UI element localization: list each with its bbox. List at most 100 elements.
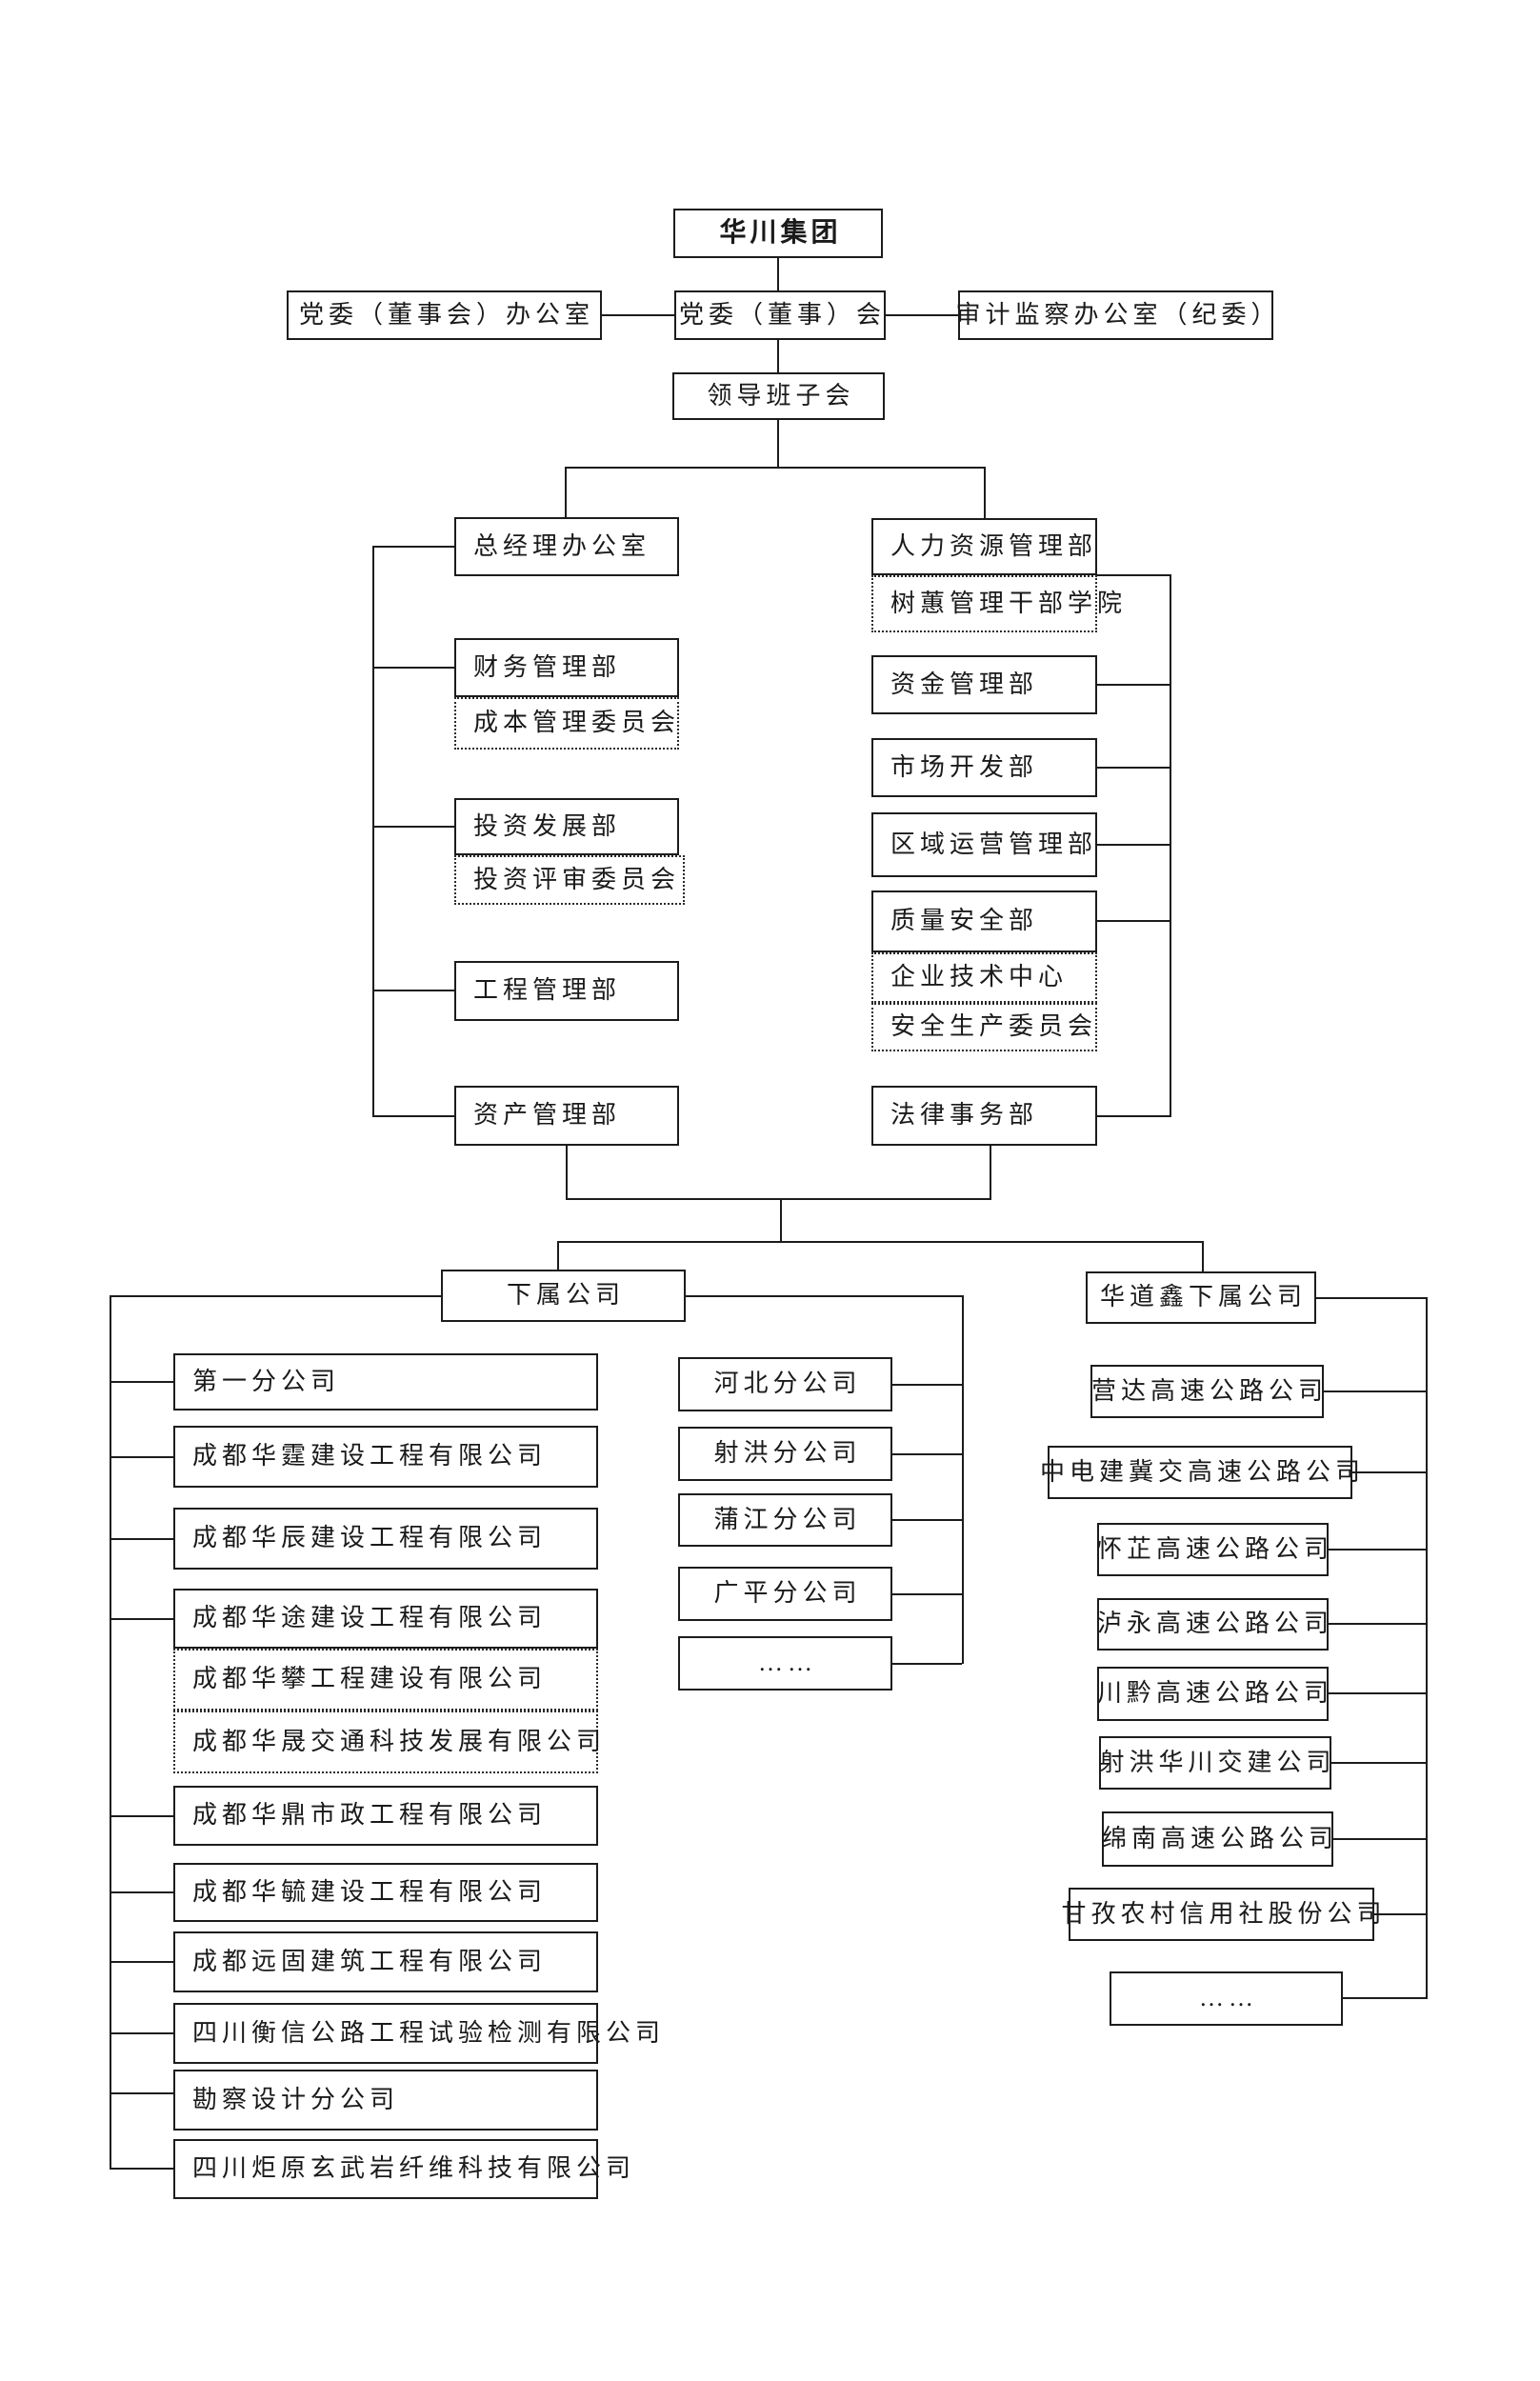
node-hr-dept: 人力资源管理部: [871, 518, 1097, 575]
connector: [780, 1198, 782, 1241]
node-group-root: 华川集团: [673, 209, 883, 258]
connector: [557, 1241, 559, 1270]
connector: [1352, 1471, 1426, 1473]
connector: [1426, 1297, 1428, 1999]
connector: [1097, 574, 1170, 576]
node-audit-office: 审计监察办公室（纪委）: [956, 290, 1276, 340]
connector: [984, 467, 986, 518]
connector: [110, 1618, 173, 1620]
connector: [1324, 1391, 1426, 1392]
node-branch-0: 河北分公司: [678, 1357, 892, 1411]
node-subsidiary-left-9: 四川衡信公路工程试验检测有限公司: [173, 2003, 660, 2064]
node-huadaoxin-5: 射洪华川交建公司: [1099, 1736, 1331, 1790]
node-investment-dept: 投资发展部: [454, 798, 679, 855]
node-regional-ops-dept: 区域运营管理部: [871, 812, 1097, 877]
node-huadaoxin-2: 怀芷高速公路公司: [1097, 1523, 1329, 1576]
connector: [1374, 1913, 1426, 1915]
node-engineering-dept: 工程管理部: [454, 961, 679, 1021]
node-market-dept: 市场开发部: [871, 738, 1097, 797]
node-branch-3: 广平分公司: [678, 1567, 892, 1621]
node-branch-ellipsis: ……: [678, 1636, 892, 1691]
node-huadaoxin-ellipsis: ……: [1110, 1971, 1343, 2026]
node-huadaoxin-6: 绵南高速公路公司: [1102, 1811, 1333, 1867]
node-subsidiary-left-1: 成都华霆建设工程有限公司: [173, 1426, 598, 1488]
connector: [892, 1384, 962, 1386]
node-huadaoxin-header: 华道鑫下属公司: [1086, 1271, 1316, 1324]
connector: [372, 546, 374, 1117]
connector: [110, 1961, 173, 1963]
connector: [372, 990, 454, 991]
connector: [372, 546, 454, 548]
node-cost-committee: 成本管理委员会: [454, 697, 679, 750]
connector: [892, 1593, 962, 1595]
node-subsidiary-left-4: 成都华攀工程建设有限公司: [173, 1649, 598, 1711]
connector: [1329, 1623, 1426, 1625]
connector: [777, 340, 779, 372]
node-subsidiary-left-5: 成都华晟交通科技发展有限公司: [173, 1711, 601, 1773]
connector: [565, 467, 986, 469]
node-subsidiary-left-8: 成都远固建筑工程有限公司: [173, 1931, 598, 1992]
connector: [372, 826, 454, 828]
connector: [110, 1295, 441, 1297]
node-capital-dept: 资金管理部: [871, 655, 1097, 714]
node-huadaoxin-4: 川黔高速公路公司: [1097, 1667, 1329, 1721]
node-huadaoxin-0: 营达高速公路公司: [1090, 1365, 1324, 1418]
connector: [1331, 1762, 1426, 1764]
connector: [110, 1456, 173, 1458]
connector: [686, 1295, 962, 1297]
connector: [110, 2092, 173, 2094]
node-asset-dept: 资产管理部: [454, 1086, 679, 1146]
node-leadership-meeting: 领导班子会: [672, 372, 885, 420]
node-subsidiary-left-11: 四川炬原玄武岩纤维科技有限公司: [173, 2139, 630, 2199]
connector: [892, 1663, 962, 1665]
connector: [110, 2032, 173, 2034]
connector: [1170, 574, 1171, 1117]
connector: [372, 1115, 454, 1117]
connector: [110, 1381, 173, 1383]
connector: [886, 314, 958, 316]
node-huadaoxin-7: 甘孜农村信用社股份公司: [1062, 1888, 1382, 1941]
connector: [962, 1295, 964, 1664]
connector: [372, 667, 454, 669]
connector: [110, 1815, 173, 1817]
connector: [1097, 684, 1170, 686]
connector: [1343, 1997, 1426, 1999]
node-legal-dept: 法律事务部: [871, 1086, 1097, 1146]
connector: [777, 420, 779, 467]
connector: [110, 1891, 173, 1893]
node-subsidiary-left-0: 第一分公司: [173, 1353, 598, 1411]
node-party-committee: 党委（董事）会: [674, 290, 886, 340]
connector: [110, 1538, 173, 1540]
node-subsidiary-left-6: 成都华鼎市政工程有限公司: [173, 1786, 598, 1846]
connector: [1097, 920, 1170, 922]
node-investment-review-committee: 投资评审委员会: [454, 855, 685, 905]
connector: [110, 2168, 173, 2170]
connector: [602, 314, 674, 316]
connector: [1316, 1297, 1426, 1299]
node-subsidiary-left-7: 成都华毓建设工程有限公司: [173, 1863, 598, 1922]
node-gm-office: 总经理办公室: [454, 517, 679, 576]
connector: [1333, 1838, 1426, 1840]
connector: [1097, 844, 1170, 846]
connector: [990, 1146, 991, 1198]
connector: [566, 1198, 991, 1200]
node-safety-committee: 安全生产委员会: [871, 1003, 1097, 1051]
node-subsidiary-left-3: 成都华途建设工程有限公司: [173, 1589, 598, 1649]
connector: [1329, 1549, 1426, 1551]
node-subsidiary-left-2: 成都华辰建设工程有限公司: [173, 1508, 598, 1570]
connector: [1202, 1241, 1204, 1271]
connector: [565, 467, 567, 517]
node-quality-safety-dept: 质量安全部: [871, 890, 1097, 952]
node-subsidiary-left-10: 勘察设计分公司: [173, 2070, 598, 2131]
node-subsidiaries-header: 下属公司: [441, 1270, 686, 1322]
node-finance-dept: 财务管理部: [454, 638, 679, 697]
node-branch-1: 射洪分公司: [678, 1427, 892, 1481]
node-huadaoxin-3: 泸永高速公路公司: [1097, 1598, 1329, 1651]
connector: [566, 1146, 568, 1198]
connector: [110, 1295, 111, 2169]
node-huadaoxin-1: 中电建冀交高速公路公司: [1040, 1446, 1360, 1499]
node-branch-2: 蒲江分公司: [678, 1493, 892, 1547]
connector: [892, 1453, 962, 1455]
connector: [892, 1519, 962, 1521]
